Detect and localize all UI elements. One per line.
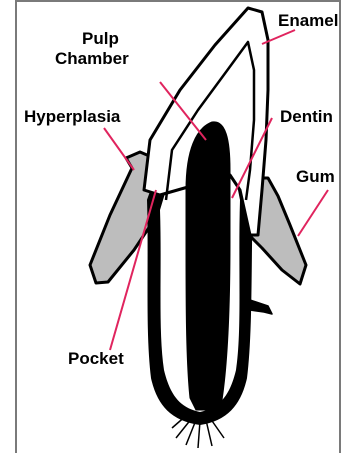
label-pulp-line1: Pulp — [82, 29, 119, 48]
label-pulp-line2: Chamber — [55, 49, 129, 68]
label-dentin: Dentin — [280, 107, 333, 126]
pulp-chamber — [186, 122, 230, 410]
root-spur — [250, 300, 272, 314]
label-enamel: Enamel — [278, 11, 338, 30]
label-pocket: Pocket — [68, 349, 124, 368]
label-gum: Gum — [296, 167, 335, 186]
leader-gum — [298, 190, 328, 236]
label-hyperplasia: Hyperplasia — [24, 107, 121, 126]
leader-hyperplasia — [104, 128, 134, 170]
